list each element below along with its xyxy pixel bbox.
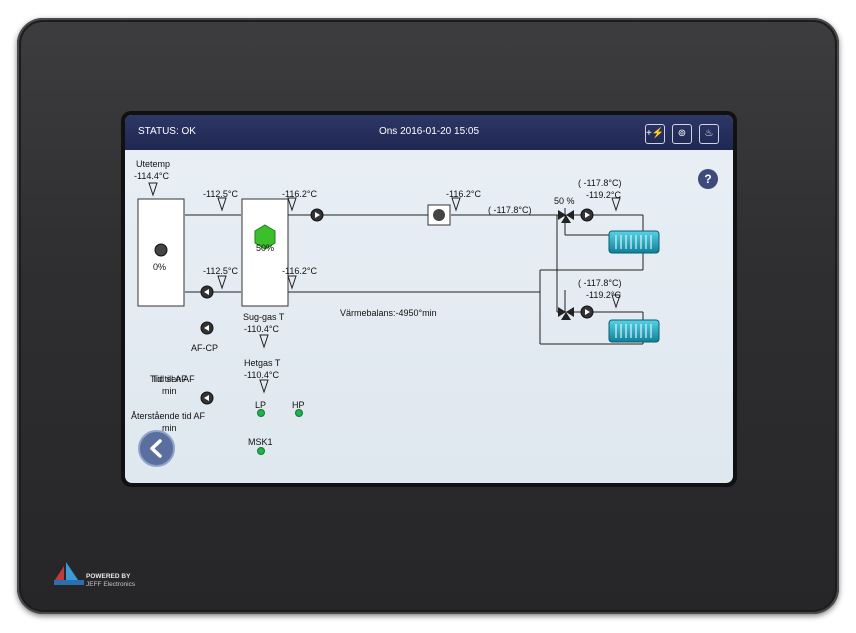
af-time-until: Tid till AF [150, 374, 187, 384]
line-temp-3: -112.5°C [203, 266, 238, 276]
jeff-logo [54, 562, 84, 585]
circuit1-temp-a: ( -117.8°C) [578, 178, 622, 188]
chevron-left-icon [150, 439, 162, 458]
lp-label: LP [255, 400, 267, 410]
af-min: min [162, 386, 177, 396]
heat-balance: Värmebalans:-4950°min [340, 308, 437, 318]
compressor-icon[interactable]: ⊚ [672, 124, 692, 144]
outdoor-label: Utetemp [136, 159, 171, 169]
remaining-min: min [162, 423, 177, 433]
af-cp-label: AF-CP [191, 343, 218, 353]
brand-name: JEFF Electronics [86, 581, 136, 588]
help-button[interactable]: ? [698, 169, 718, 189]
suction-temp: -110.4°C [244, 324, 279, 334]
line-temp-4: -116.2°C [282, 266, 317, 276]
hmi-screen: STATUS: OK Ons 2016-01-20 15:05 +⚡ ⊚ ♨ ? [125, 115, 733, 483]
circuit2-temp-a: ( -117.8°C) [578, 278, 622, 288]
hp-label: HP [292, 400, 305, 410]
compressor-pct: 50% [256, 243, 275, 253]
unit-fan-pct: 0% [153, 262, 167, 272]
hotgas-label: Hetgas T [244, 358, 281, 368]
line-temp-5: -116.2°C [446, 189, 481, 199]
back-button[interactable] [138, 430, 175, 467]
line-temp-1: -112.5°C [203, 189, 238, 199]
status-text: STATUS: OK [138, 126, 196, 137]
line-temp-6: ( -117.8°C) [488, 205, 532, 215]
suction-label: Sug-gas T [243, 312, 285, 322]
circuit1-temp-b: -119.2°C [586, 190, 621, 200]
powered-by: POWERED BY [86, 573, 131, 580]
hotgas-temp: -110.4°C [244, 370, 279, 380]
valve-pct: 50 % [554, 196, 575, 206]
heat-icon[interactable]: ♨ [699, 124, 719, 144]
power-plus-icon[interactable]: +⚡ [645, 124, 665, 144]
date-time: Ons 2016-01-20 15:05 [378, 126, 480, 137]
piping-diagram [137, 182, 660, 455]
af-time-since: Tid sen AF [152, 374, 195, 384]
circuit2-temp-b: -119.2°C [586, 290, 621, 300]
outdoor-temp: -114.4°C [134, 171, 169, 181]
line-temp-2: -116.2°C [282, 189, 317, 199]
msk-label: MSK1 [248, 437, 273, 447]
remaining-af: Återstående tid AF [131, 411, 206, 421]
top-bar: STATUS: OK Ons 2016-01-20 15:05 +⚡ ⊚ ♨ [125, 115, 733, 150]
compressor-unit [241, 198, 289, 307]
